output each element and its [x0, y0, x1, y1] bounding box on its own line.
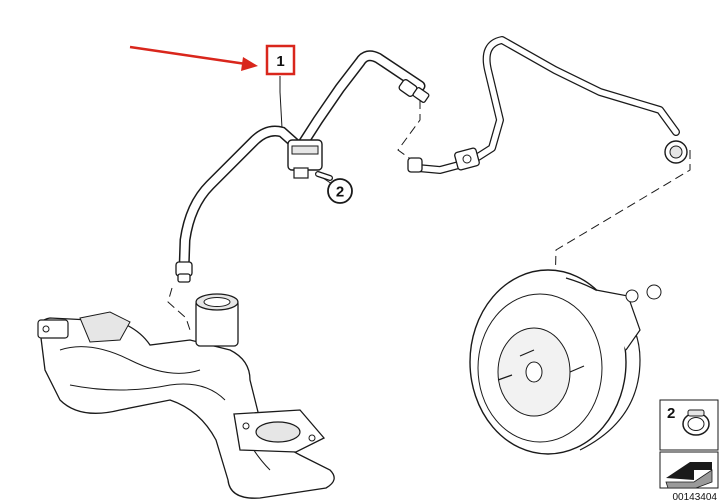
assembly-lines — [167, 100, 691, 401]
vacuum-pipe — [407, 36, 688, 174]
hose-clamp-icon — [682, 409, 710, 436]
callout-2-label: 2 — [336, 184, 344, 201]
callout-1-leader — [279, 76, 283, 129]
legend-tool-box — [659, 451, 719, 489]
vacuum-hose — [175, 50, 430, 283]
intake-manifold — [37, 293, 335, 499]
check-valve — [287, 139, 333, 181]
arrow-tool-icon — [665, 462, 713, 489]
callout-1-label: 1 — [276, 53, 284, 70]
legend-clamp-box: 2 — [659, 399, 719, 451]
callout-2-circle — [327, 178, 353, 204]
legend-clamp-number: 2 — [667, 405, 675, 422]
reference-number: 00143404 — [673, 492, 718, 503]
brake-booster — [469, 269, 662, 455]
highlight-box — [265, 44, 296, 76]
highlight-arrow — [129, 45, 258, 71]
